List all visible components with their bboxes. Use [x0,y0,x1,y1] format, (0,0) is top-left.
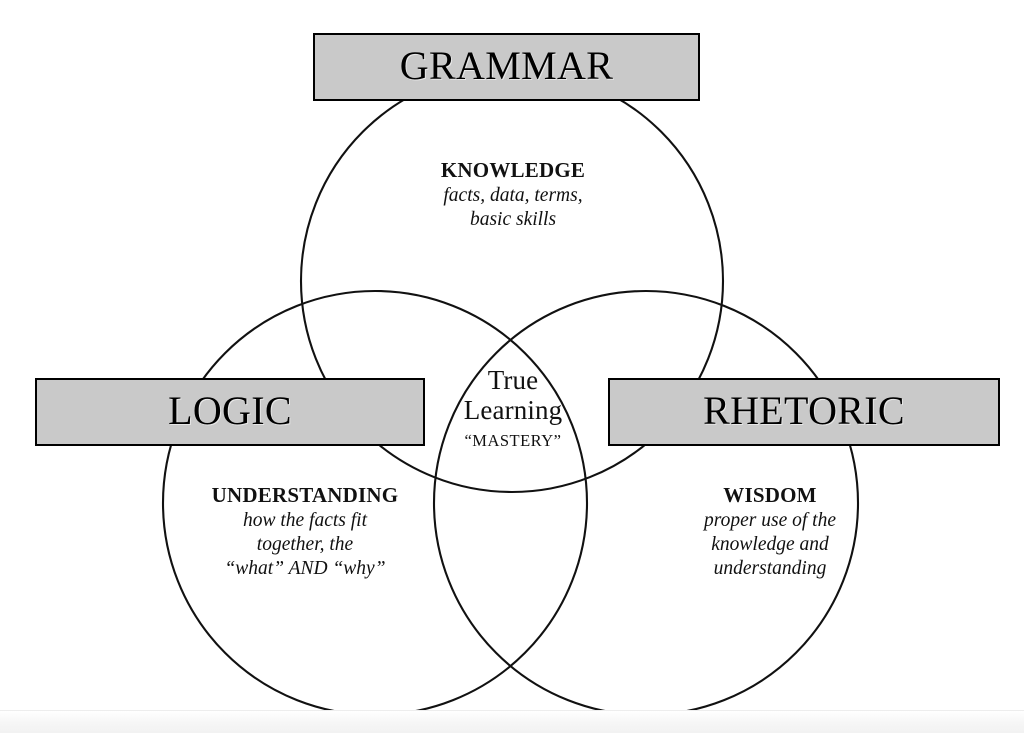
rhetoric-label-box: RHETORIC [608,378,1000,446]
center-line-1: True [487,365,539,395]
knowledge-title: KNOWLEDGE [440,158,586,182]
knowledge-body: facts, data, terms, basic skills [382,184,644,232]
understanding-body-line: how the facts fit [242,510,368,532]
understanding-body-line: together, the [256,534,354,556]
logic-label-box: LOGIC [35,378,425,446]
wisdom-region-text: WISDOM proper use of the knowledge and u… [625,483,915,582]
rhetoric-label-text: RHETORIC [703,388,905,433]
wisdom-body: proper use of the knowledge and understa… [625,509,915,582]
center-intersection-text: True Learning “MASTERY” [437,365,589,451]
logic-label-text: LOGIC [168,388,292,433]
center-line-2: Learning [463,395,563,426]
knowledge-body-line: basic skills [469,209,557,231]
grammar-label-box: GRAMMAR [313,33,700,101]
wisdom-body-line: knowledge and [711,534,829,556]
knowledge-region-text: KNOWLEDGE facts, data, terms, basic skil… [382,158,644,232]
footer-band [0,710,1024,733]
understanding-title: UNDERSTANDING [211,483,399,507]
understanding-region-text: UNDERSTANDING how the facts fit together… [155,483,455,582]
grammar-label-text: GRAMMAR [399,43,614,88]
understanding-body: how the facts fit together, the “what” A… [155,509,455,582]
wisdom-body-line: proper use of the [704,510,836,532]
understanding-body-line: “what” AND “why” [224,558,386,580]
wisdom-body-line: understanding [713,558,827,580]
wisdom-title: WISDOM [723,483,817,507]
center-subtitle: “MASTERY” [464,431,562,451]
knowledge-body-line: facts, data, terms, [443,185,583,207]
